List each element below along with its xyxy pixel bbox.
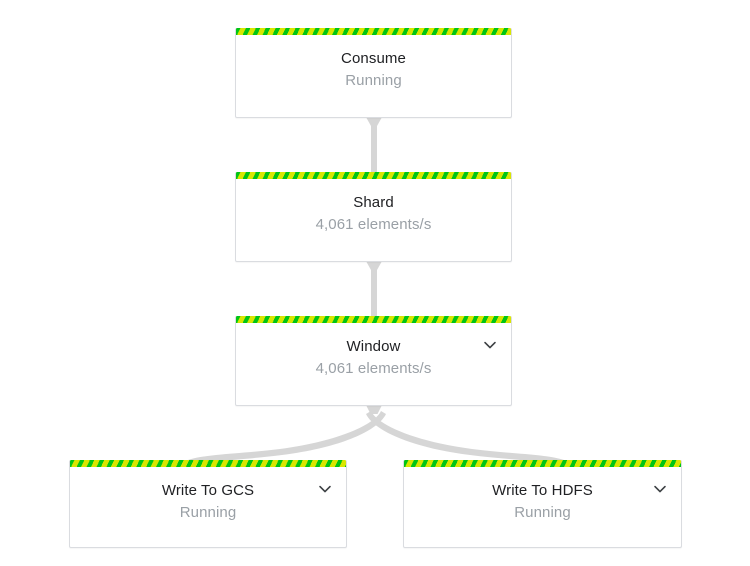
node-status-stripe: [70, 460, 346, 467]
node-status-stripe: [404, 460, 681, 467]
node-body: Write To GCS Running: [70, 467, 346, 547]
node-title: Shard: [353, 194, 394, 211]
node-subtitle: 4,061 elements/s: [315, 360, 432, 377]
node-subtitle: 4,061 elements/s: [315, 216, 432, 233]
chevron-down-icon[interactable]: [316, 480, 334, 498]
node-status-stripe: [236, 28, 511, 35]
pipeline-node-write-to-gcs[interactable]: Write To GCS Running: [69, 460, 347, 548]
node-title: Write To GCS: [161, 482, 255, 499]
node-title: Window: [346, 338, 401, 355]
node-body: Write To HDFS Running: [404, 467, 681, 547]
node-title: Write To HDFS: [492, 482, 593, 499]
pipeline-node-write-to-hdfs[interactable]: Write To HDFS Running: [403, 460, 682, 548]
edge-consume-to-shard: [366, 118, 382, 172]
edge-window-fork-stem: [366, 406, 382, 414]
edge-shard-to-window: [366, 262, 382, 316]
pipeline-node-shard[interactable]: Shard 4,061 elements/s: [235, 172, 512, 262]
node-body: Shard 4,061 elements/s: [236, 179, 511, 261]
pipeline-node-consume[interactable]: Consume Running: [235, 28, 512, 118]
node-subtitle: Running: [514, 504, 571, 521]
edge-window-to-write-to-gcs: [188, 411, 386, 467]
pipeline-node-window[interactable]: Window 4,061 elements/s: [235, 316, 512, 406]
node-status-stripe: [236, 316, 511, 323]
chevron-down-icon[interactable]: [651, 480, 669, 498]
node-subtitle: Running: [179, 504, 237, 521]
node-body: Consume Running: [236, 35, 511, 117]
node-body: Window 4,061 elements/s: [236, 323, 511, 405]
node-status-stripe: [236, 172, 511, 179]
node-subtitle: Running: [345, 72, 402, 89]
node-title: Consume: [341, 50, 406, 67]
chevron-down-icon[interactable]: [481, 336, 499, 354]
edge-window-to-write-to-hdfs: [366, 411, 564, 467]
